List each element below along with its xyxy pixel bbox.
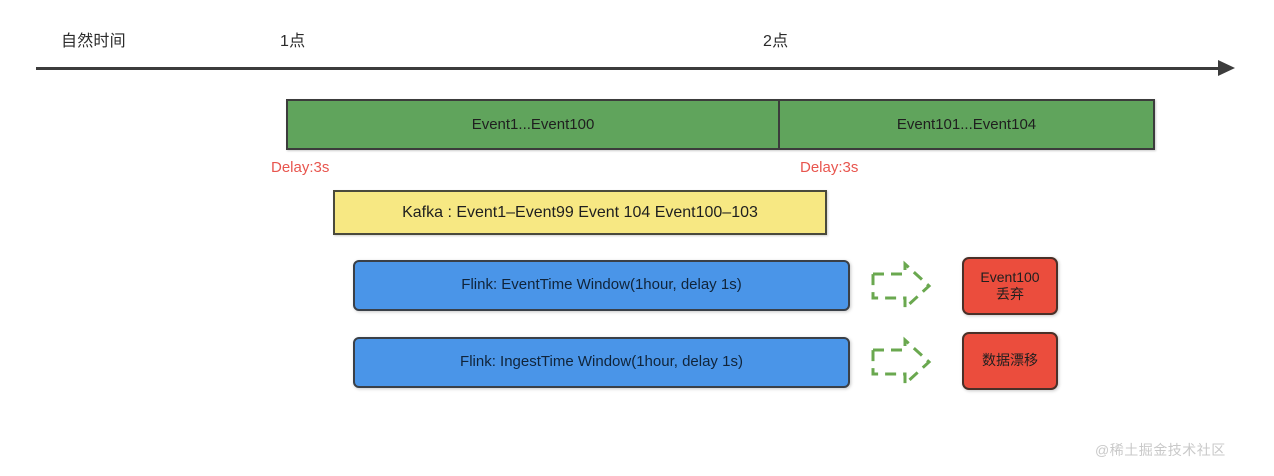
timeline-axis	[36, 67, 1226, 70]
arrow-right-icon	[1218, 60, 1235, 76]
flink-ingesttime-window-box: Flink: IngestTime Window(1hour, delay 1s…	[353, 337, 850, 388]
event-bar: Event1...Event100 Event101...Event104	[286, 99, 1155, 150]
dashed-arrow-right-icon	[871, 336, 932, 388]
dashed-arrow-right-icon	[871, 260, 932, 312]
watermark: @稀土掘金技术社区	[1095, 442, 1226, 458]
timeline-natural-time-label: 自然时间	[61, 33, 126, 50]
kafka-box: Kafka : Event1–Event99 Event 104 Event10…	[333, 190, 827, 235]
result-box-discard: Event100 丢弃	[962, 257, 1058, 315]
event-bar-segment-1: Event1...Event100	[288, 101, 780, 148]
result-drift-line-1: 数据漂移	[982, 352, 1038, 369]
result-box-drift: 数据漂移	[962, 332, 1058, 390]
result-discard-line-1: Event100	[980, 268, 1040, 285]
flink-eventtime-window-box: Flink: EventTime Window(1hour, delay 1s)	[353, 260, 850, 311]
event-bar-segment-2: Event101...Event104	[780, 101, 1153, 148]
timeline-tick-1-label: 1点	[280, 33, 306, 50]
timeline-tick-2-label: 2点	[763, 33, 789, 50]
result-discard-line-2: 丢弃	[996, 286, 1024, 302]
delay-label-left: Delay:3s	[271, 159, 330, 176]
delay-label-right: Delay:3s	[800, 159, 859, 176]
